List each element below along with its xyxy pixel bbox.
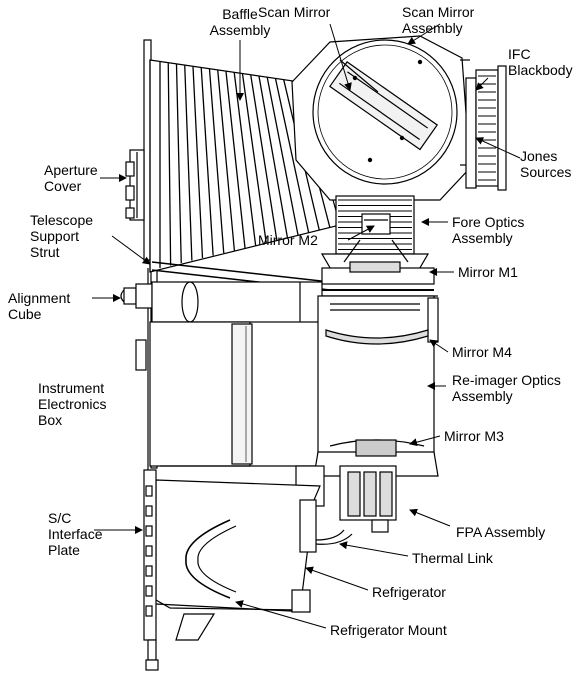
label-mirror-m2: Mirror M2 [258,232,318,248]
label-line: Refrigerator [372,584,446,600]
label-fore-optics-assembly: Fore Optics Assembly [452,214,524,246]
label-line: Telescope [30,212,94,228]
label-line: Instrument [38,380,105,396]
label-reimager-optics-assembly: Re-imager Optics Assembly [452,372,561,404]
label-line: Strut [30,244,60,260]
label-thermal-link: Thermal Link [412,550,493,566]
plate-slots [145,485,153,617]
baffle-rib [250,74,278,241]
scan-mirror-assembly [291,35,471,201]
baffle-rib [217,70,236,251]
aperture-cover [125,149,145,221]
label-line: IFC [508,46,531,62]
baffle-assembly [149,59,341,273]
label-line: Assembly [402,20,463,36]
label-mirror-m3: Mirror M3 [444,428,504,444]
label-line: Scan Mirror [402,4,475,20]
refrigerator [291,499,353,613]
baffle-rib [225,71,246,249]
label-line: Blackbody [508,62,573,78]
label-line: Mirror M4 [452,344,512,360]
label-line: Plate [48,542,80,558]
instrument-electronics-box [149,321,320,467]
baffle-rib [266,77,299,236]
label-line: Cube [8,306,42,322]
baffle-rib [175,64,182,264]
baffle-rib [167,63,172,266]
baffle-rib [200,67,214,256]
label-refrigerator: Refrigerator [372,584,446,600]
label-line: Support [30,228,80,244]
label-aperture-cover: Aperture Cover [44,162,98,194]
label-line: Cover [44,178,82,194]
baffle-rib [241,73,267,244]
plate-slot [145,565,153,577]
label-mirror-m1: Mirror M1 [458,264,518,280]
baffle-rib [274,78,310,234]
plate-slot [145,605,153,617]
label-line: Thermal Link [412,550,493,566]
label-line: Jones [520,148,558,164]
mirror-m4 [325,329,429,345]
label-line: Assembly [452,388,513,404]
label-telescope-support-strut: Telescope Support Strut [30,212,93,260]
scan-mirror [329,61,439,151]
label-line: FPA Assembly [456,524,546,540]
label-line: S/C [48,510,72,526]
plate-slot [145,545,153,557]
label-line: Fore Optics [452,214,525,230]
plate-slot [145,525,153,537]
label-scan-mirror-assembly: Scan Mirror Assembly [402,4,474,36]
label-line: Refrigerator Mount [330,622,447,638]
label-fpa-assembly: FPA Assembly [456,524,545,540]
label-line: Assembly [209,22,271,38]
label-line: Assembly [452,230,513,246]
label-ifc-blackbody: IFC Blackbody [508,46,573,78]
label-line: Box [38,412,63,428]
ifc-ribs [478,75,496,181]
label-line: Interface [48,526,103,542]
plate-slot [145,505,153,517]
label-mirror-m4: Mirror M4 [452,344,512,360]
reimager-optics-assembly [317,295,439,463]
label-jones-sources: Jones Sources [520,148,571,180]
mirror-m1 [318,261,438,297]
baffle-rib [233,72,257,246]
baffle-rib [208,69,225,254]
baffle-rib [192,66,204,259]
optical-tube [151,281,323,323]
label-line: Mirror M3 [444,428,504,444]
plate-slot [145,485,153,497]
label-scan-mirror: Scan Mirror [258,4,330,20]
label-baffle-assembly: Baffle Assembly [195,6,285,38]
sc-interface-plate [143,469,216,671]
label-line: Baffle [222,6,258,22]
label-line: Sources [520,164,572,180]
label-line: Mirror M2 [258,232,318,248]
leader-lines [92,23,521,629]
label-refrigerator-mount: Refrigerator Mount [330,622,447,638]
label-line: Aperture [44,162,98,178]
label-line: Re-imager Optics [452,372,561,388]
label-line: Alignment [8,290,71,306]
label-line: Scan Mirror [258,4,331,20]
label-line: Electronics [38,396,107,412]
label-line: Mirror M1 [458,264,518,280]
baffle-rib [258,76,289,239]
label-instrument-electronics-box: Instrument Electronics Box [38,380,106,428]
label-alignment-cube: Alignment Cube [8,290,70,322]
alignment-cube [120,283,153,309]
baffle-rib [184,65,193,261]
plate-slot [145,585,153,597]
ifc-blackbody [465,65,507,191]
label-sc-interface-plate: S/C Interface Plate [48,510,102,558]
